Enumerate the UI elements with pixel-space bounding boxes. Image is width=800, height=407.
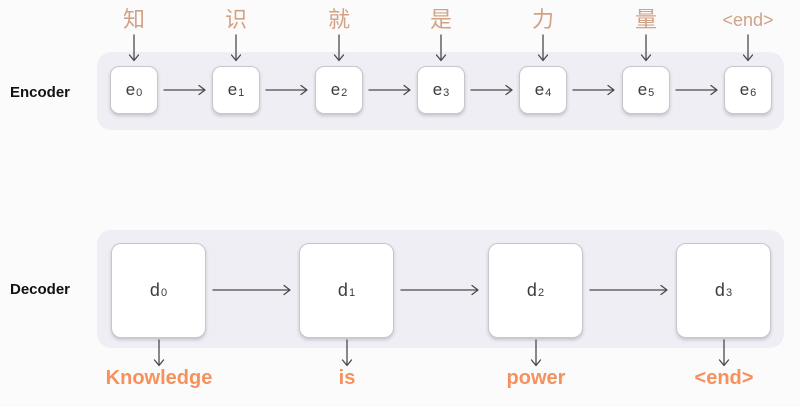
state-symbol: e — [534, 80, 545, 99]
right-arrow-icon — [400, 284, 479, 296]
state-index: 1 — [238, 86, 245, 99]
down-arrow-icon — [333, 34, 345, 62]
state-symbol: d — [149, 280, 160, 300]
state-index: 0 — [136, 86, 143, 99]
state-symbol: d — [337, 280, 348, 300]
right-arrow-icon — [368, 84, 411, 96]
state-symbol: d — [714, 280, 725, 300]
encoder-input-token: 识 — [224, 7, 247, 32]
state-index: 2 — [341, 86, 348, 99]
right-arrow-icon — [470, 84, 513, 96]
right-arrow-icon — [163, 84, 206, 96]
down-arrow-icon — [435, 34, 447, 62]
right-arrow-icon — [265, 84, 308, 96]
right-arrow-icon — [212, 284, 291, 296]
encoder-input-token: 量 — [634, 7, 657, 32]
state-symbol: e — [637, 80, 648, 99]
decoder-panel — [97, 230, 784, 348]
down-arrow-icon — [341, 339, 353, 367]
down-arrow-icon — [128, 34, 140, 62]
state-index: 1 — [348, 287, 356, 299]
decoder-output-token: Knowledge — [105, 367, 213, 389]
down-arrow-icon — [537, 34, 549, 62]
state-index: 0 — [160, 287, 168, 299]
decoder-output-token: power — [506, 367, 566, 389]
right-arrow-icon — [675, 84, 718, 96]
decoder-output-token: is — [338, 367, 356, 389]
encoder-input-token: 是 — [429, 7, 452, 32]
state-symbol: e — [432, 80, 443, 99]
state-index: 4 — [545, 86, 552, 99]
down-arrow-icon — [718, 339, 730, 367]
decoder-label: Decoder — [10, 281, 71, 298]
state-symbol: d — [526, 280, 537, 300]
down-arrow-icon — [230, 34, 242, 62]
down-arrow-icon — [153, 339, 165, 367]
down-arrow-icon — [530, 339, 542, 367]
encoder-input-token: 就 — [327, 7, 350, 32]
state-symbol: e — [739, 80, 750, 99]
down-arrow-icon — [640, 34, 652, 62]
state-index: 6 — [750, 86, 757, 99]
right-arrow-icon — [572, 84, 615, 96]
encoder-input-end-token: <end> — [722, 10, 774, 30]
encoder-input-token: 知 — [122, 7, 145, 32]
encoder-input-token: 力 — [531, 7, 554, 32]
state-index: 3 — [443, 86, 450, 99]
state-index: 3 — [725, 287, 733, 299]
state-symbol: e — [330, 80, 341, 99]
state-index: 2 — [537, 287, 545, 299]
right-arrow-icon — [589, 284, 668, 296]
state-symbol: e — [125, 80, 136, 99]
down-arrow-icon — [742, 34, 754, 62]
decoder-output-end-token: <end> — [694, 367, 754, 389]
state-symbol: e — [227, 80, 238, 99]
state-index: 5 — [648, 86, 655, 99]
encoder-label: Encoder — [10, 84, 71, 101]
